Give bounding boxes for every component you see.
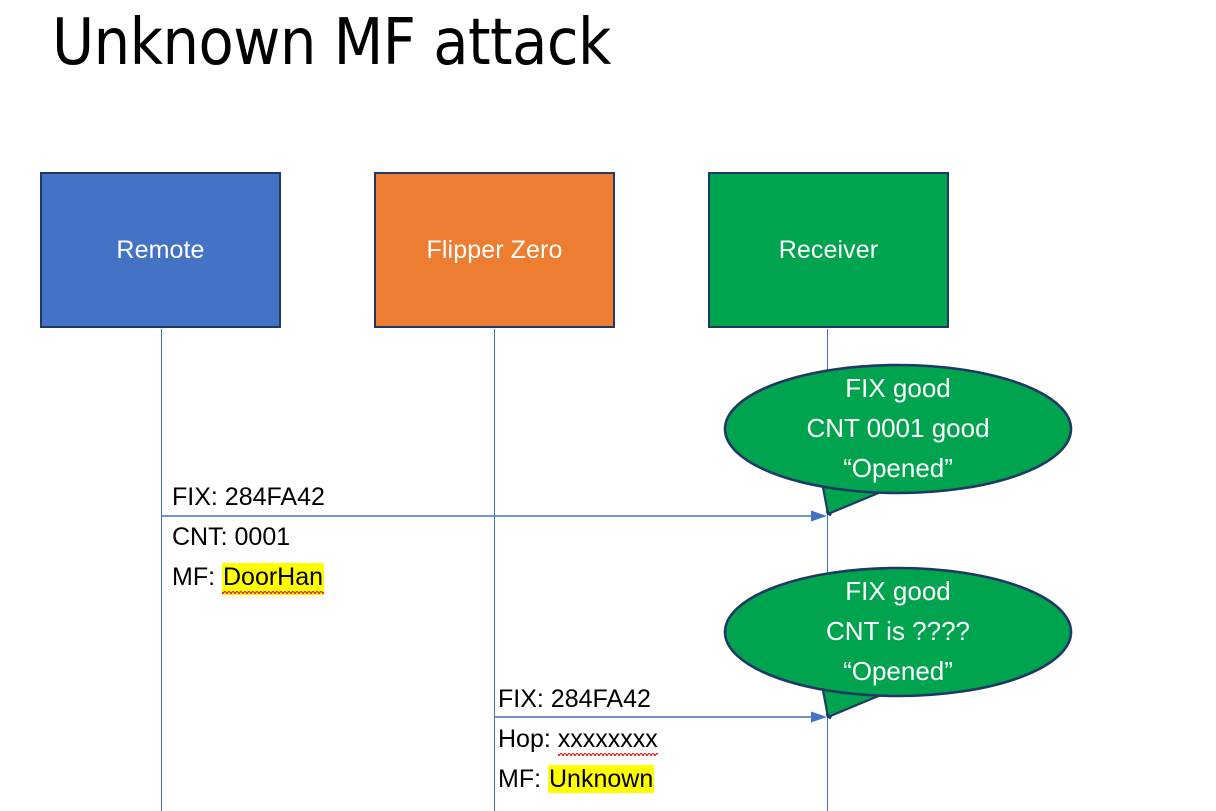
actor-label-flipper: Flipper Zero bbox=[426, 235, 563, 264]
message-text-flipper-to-receiver: FIX: 284FA42 Hop: xxxxxxxx MF: Unknown bbox=[498, 679, 658, 799]
message2-line-hop: Hop: xxxxxxxx bbox=[498, 719, 658, 759]
message-line-cnt-label: CNT: bbox=[172, 523, 228, 551]
actor-box-receiver[interactable]: Receiver bbox=[708, 172, 949, 328]
actor-box-flipper[interactable]: Flipper Zero bbox=[374, 172, 615, 328]
message2-line-hop-value: xxxxxxxx bbox=[557, 725, 658, 757]
message-line-cnt: CNT: 0001 bbox=[172, 517, 325, 557]
actor-label-receiver: Receiver bbox=[778, 235, 879, 264]
message-line-fix: FIX: 284FA42 bbox=[172, 477, 325, 517]
lifeline-receiver bbox=[827, 329, 828, 811]
actor-label-remote: Remote bbox=[116, 235, 205, 264]
message2-line-fix-label: FIX: bbox=[498, 685, 544, 713]
message2-line-fix-value: 284FA42 bbox=[550, 685, 651, 713]
callout-bubble-second[interactable]: FIX good CNT is ???? “Opened” bbox=[722, 565, 1074, 723]
message-line-mf-value: DoorHan bbox=[222, 563, 324, 595]
message-line-mf-label: MF: bbox=[172, 563, 216, 591]
lifeline-flipper bbox=[494, 329, 495, 811]
message-text-remote-to-receiver: FIX: 284FA42 CNT: 0001 MF: DoorHan bbox=[172, 477, 325, 597]
message2-line-mf: MF: Unknown bbox=[498, 759, 658, 799]
message-line-cnt-value: 0001 bbox=[234, 523, 291, 551]
message2-line-hop-label: Hop: bbox=[498, 725, 551, 753]
actor-box-remote[interactable]: Remote bbox=[40, 172, 281, 328]
callout-bubble-first[interactable]: FIX good CNT 0001 good “Opened” bbox=[722, 362, 1074, 520]
message-line-fix-label: FIX: bbox=[172, 483, 218, 511]
lifeline-remote bbox=[161, 329, 162, 811]
message2-line-mf-label: MF: bbox=[498, 765, 542, 793]
message2-line-mf-value: Unknown bbox=[548, 765, 655, 793]
message-line-fix-value: 284FA42 bbox=[224, 483, 325, 511]
message-line-mf: MF: DoorHan bbox=[172, 557, 325, 597]
message-arrow-flipper-to-receiver bbox=[494, 710, 828, 724]
message-arrow-remote-to-receiver bbox=[161, 509, 828, 523]
message2-line-fix: FIX: 284FA42 bbox=[498, 679, 658, 719]
page-title: Unknown MF attack bbox=[52, 6, 611, 80]
